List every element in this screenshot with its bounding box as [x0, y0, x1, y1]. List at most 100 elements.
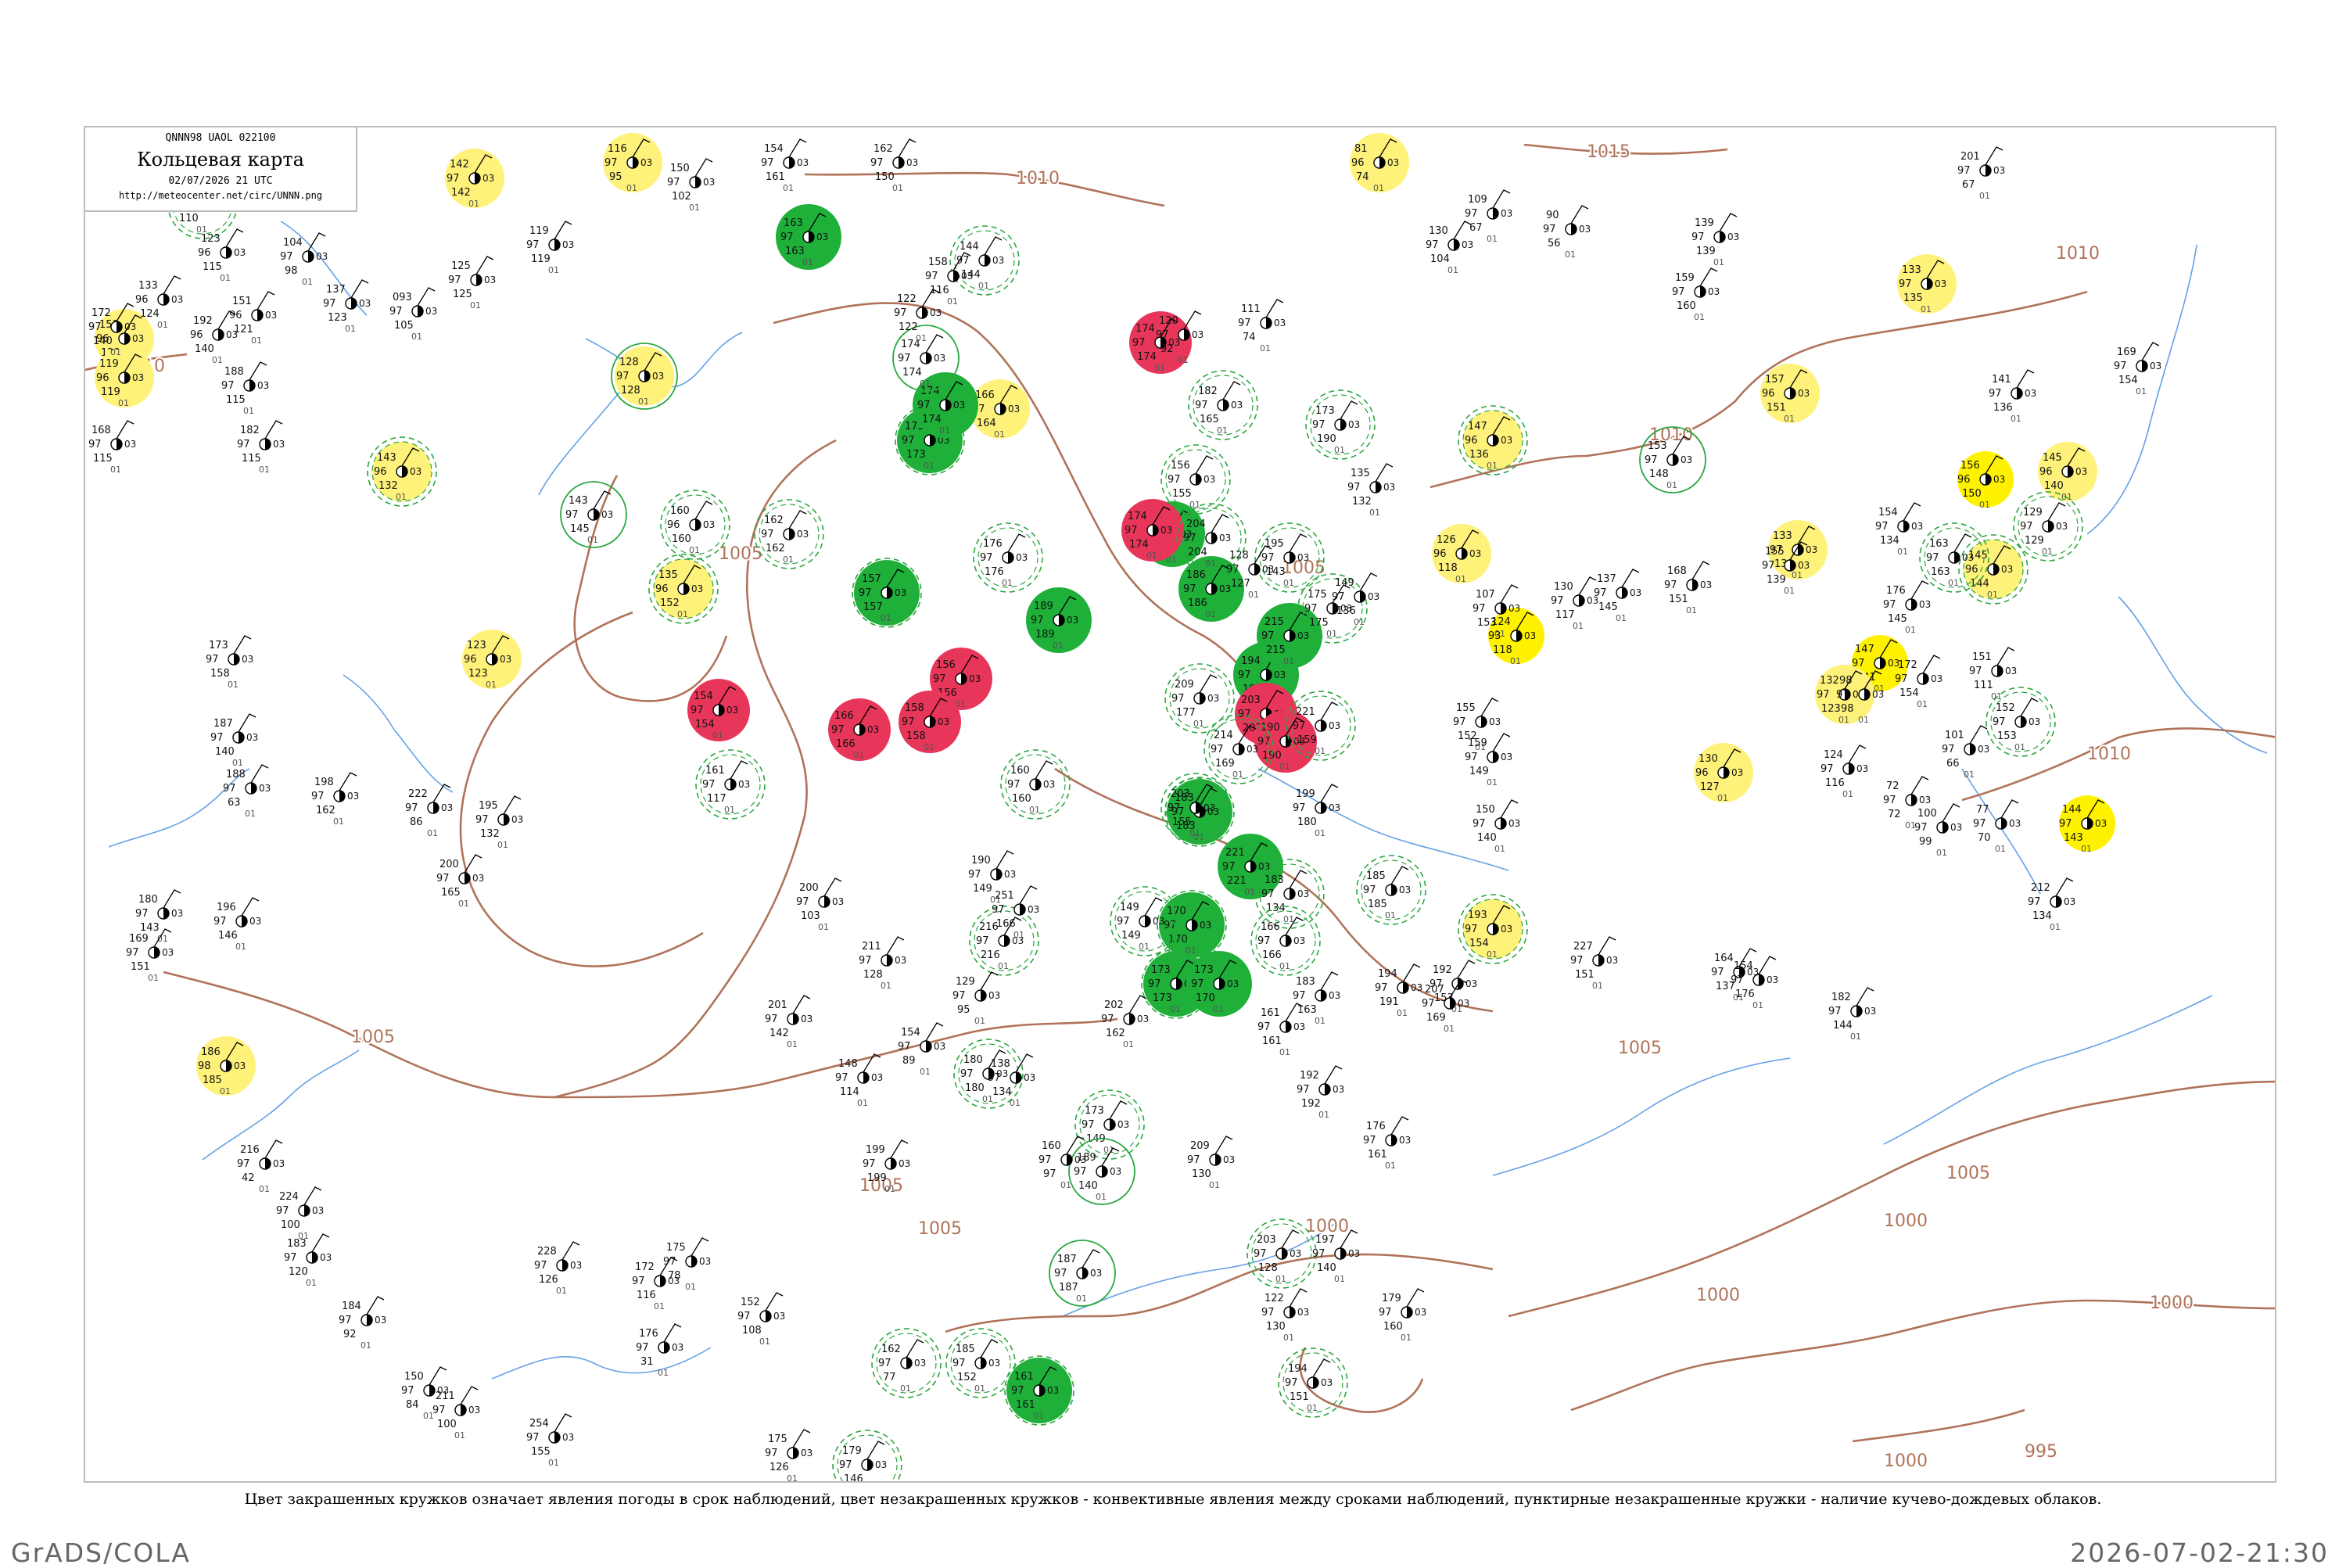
station-layer[interactable]: 1519612803011199611903011429714203011169…	[88, 133, 2161, 1483]
station-marker[interactable]: 132971230301	[1815, 665, 1874, 725]
